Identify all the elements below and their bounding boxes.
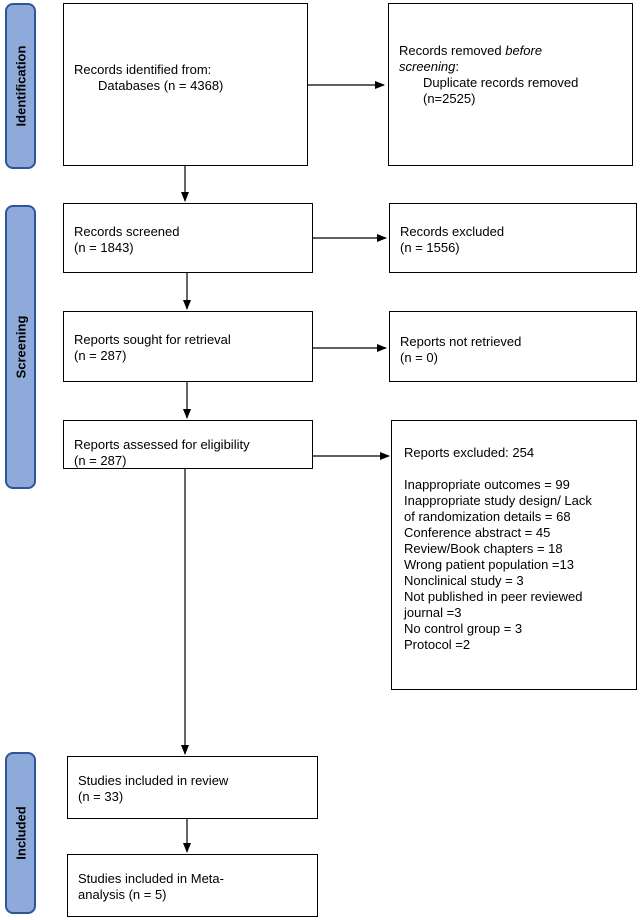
records-removed-before: before	[505, 43, 543, 58]
records-excluded-box: Records excluded (n = 1556)	[389, 203, 637, 273]
records-identified-box: Records identified from: Databases (n = …	[63, 3, 308, 166]
reports-excluded-box: Reports excluded: 254 Inappropriate outc…	[391, 420, 637, 690]
exclusion-reason: No control group = 3	[404, 621, 523, 636]
reports-assessed-heading: Reports assessed for eligibility	[74, 437, 250, 452]
reports-assessed-box: Reports assessed for eligibility (n = 28…	[63, 420, 313, 469]
records-removed-count: (n=2525)	[423, 91, 476, 106]
studies-review-count: (n = 33)	[78, 789, 124, 804]
exclusion-reason: Inappropriate study design/ Lack	[404, 493, 592, 508]
records-removed-heading: Records removed before	[399, 43, 622, 59]
studies-review-heading: Studies included in review	[78, 773, 229, 788]
records-removed-prefix: Records removed	[399, 43, 506, 58]
records-removed-colon: :	[455, 59, 459, 74]
exclusion-reason: journal =3	[404, 605, 462, 620]
records-screened-heading: Records screened	[74, 224, 180, 239]
exclusion-reason: Wrong patient population =13	[404, 557, 574, 572]
exclusion-reason: Nonclinical study = 3	[404, 573, 524, 588]
exclusion-reason: of randomization details = 68	[404, 509, 571, 524]
exclusion-reason: Not published in peer reviewed	[404, 589, 583, 604]
records-excluded-count: (n = 1556)	[400, 240, 460, 255]
records-removed-box: Records removed before screening: Duplic…	[388, 3, 633, 166]
reports-not-retrieved-box: Reports not retrieved (n = 0)	[389, 311, 637, 382]
records-identified-heading: Records identified from:	[74, 62, 212, 77]
reports-not-retrieved-heading: Reports not retrieved	[400, 334, 522, 349]
reports-assessed-count: (n = 287)	[74, 453, 127, 468]
exclusion-reason: Inappropriate outcomes = 99	[404, 477, 570, 492]
records-removed-screening: screening	[399, 59, 456, 74]
exclusion-reason: Protocol =2	[404, 637, 471, 652]
stage-included: Included	[5, 752, 36, 914]
stage-screening: Screening	[5, 205, 36, 489]
stage-identification: Identification	[5, 3, 36, 169]
studies-meta-count: analysis (n = 5)	[78, 887, 167, 902]
reports-excluded-title: Reports excluded: 254	[404, 445, 535, 460]
studies-meta-heading: Studies included in Meta-	[78, 871, 224, 886]
records-removed-subheading: screening:	[399, 59, 622, 75]
exclusion-reason: Review/Book chapters = 18	[404, 541, 563, 556]
reports-not-retrieved-count: (n = 0)	[400, 350, 438, 365]
studies-meta-box: Studies included in Meta- analysis (n = …	[67, 854, 318, 917]
reports-sought-count: (n = 287)	[74, 348, 127, 363]
records-excluded-heading: Records excluded	[400, 224, 505, 239]
exclusion-reason: Conference abstract = 45	[404, 525, 551, 540]
records-screened-count: (n = 1843)	[74, 240, 134, 255]
records-identified-count: Databases (n = 4368)	[98, 78, 224, 93]
studies-review-box: Studies included in review (n = 33)	[67, 756, 318, 819]
reports-sought-heading: Reports sought for retrieval	[74, 332, 231, 347]
reports-sought-box: Reports sought for retrieval (n = 287)	[63, 311, 313, 382]
records-screened-box: Records screened (n = 1843)	[63, 203, 313, 273]
records-removed-duplicates: Duplicate records removed	[423, 75, 579, 90]
